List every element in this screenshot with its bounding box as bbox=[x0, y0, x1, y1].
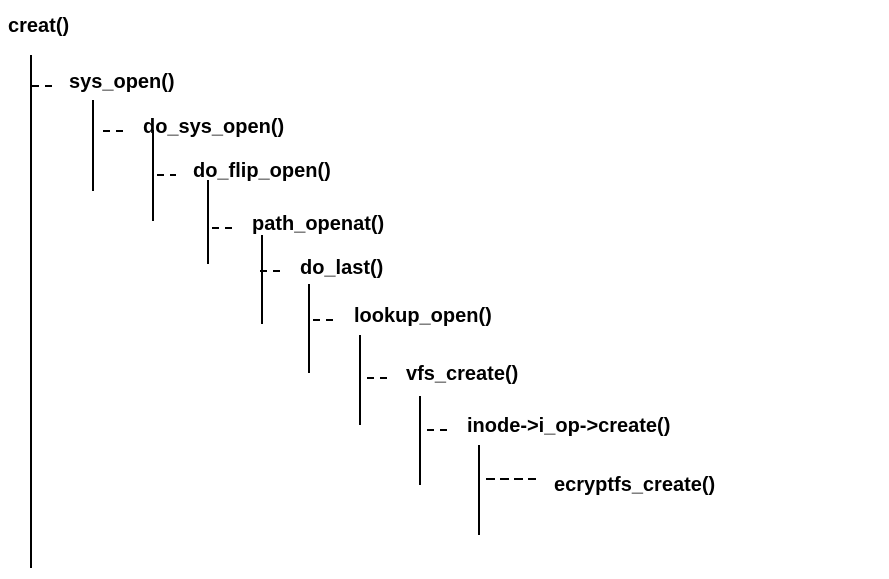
node-lookup-open: lookup_open() bbox=[354, 305, 492, 327]
node-path-openat: path_openat() bbox=[252, 213, 384, 235]
node-do-flip-open: do_flip_open() bbox=[193, 160, 331, 182]
node-inode-create: inode->i_op->create() bbox=[467, 415, 670, 437]
node-vfs-create: vfs_create() bbox=[406, 363, 518, 385]
node-do-last: do_last() bbox=[300, 257, 383, 279]
node-do-sys-open: do_sys_open() bbox=[143, 116, 284, 138]
node-sys-open: sys_open() bbox=[69, 71, 175, 93]
node-ecryptfs-create: ecryptfs_create() bbox=[554, 474, 715, 496]
node-creat: creat() bbox=[8, 15, 69, 37]
